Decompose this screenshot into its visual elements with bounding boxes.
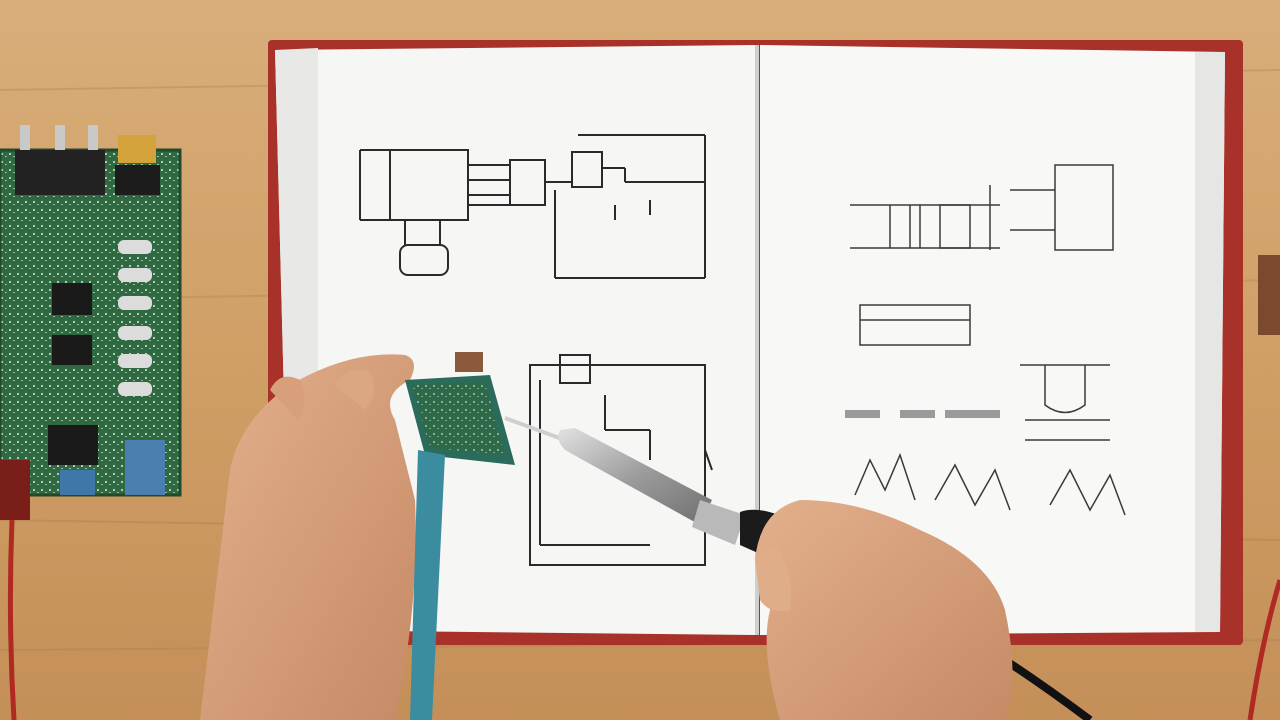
left-cable bbox=[7, 519, 17, 720]
circuit-board bbox=[0, 125, 182, 520]
right-cable bbox=[1247, 579, 1280, 720]
left-hand bbox=[200, 354, 416, 720]
schematic-bottom-left bbox=[529, 354, 713, 566]
schematic-right-page bbox=[845, 164, 1126, 516]
right-edge-object bbox=[1258, 255, 1280, 335]
schematic-top-left bbox=[359, 134, 706, 279]
small-pcb bbox=[405, 352, 515, 465]
right-hand bbox=[755, 500, 1013, 720]
blue-tool bbox=[410, 450, 445, 720]
